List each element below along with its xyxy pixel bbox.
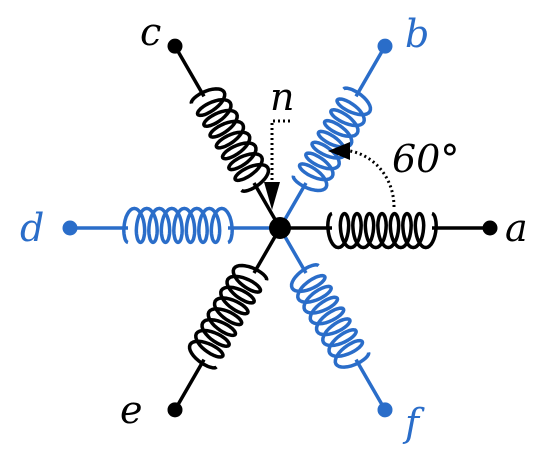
terminal-f bbox=[377, 402, 393, 418]
terminal-label-f: f bbox=[402, 401, 425, 445]
neutral-node bbox=[269, 217, 291, 239]
phase-f-outer-lead bbox=[354, 358, 387, 411]
phase-f-coil bbox=[289, 263, 371, 369]
phase-b-outer-lead bbox=[354, 45, 387, 98]
neutral-pointer-arrow bbox=[270, 119, 290, 190]
neutral-label: n bbox=[270, 75, 294, 119]
angle-label: 60° bbox=[392, 137, 459, 181]
neutral-pointer-arrowhead bbox=[264, 182, 280, 210]
terminal-e bbox=[167, 402, 183, 418]
phase-e-coil bbox=[187, 263, 269, 370]
terminal-label-c: c bbox=[140, 10, 161, 54]
angle-arc-arrowhead bbox=[328, 142, 350, 160]
phase-c-outer-lead bbox=[173, 45, 206, 98]
phase-a-coil bbox=[326, 211, 438, 250]
terminal-label-b: b bbox=[405, 12, 429, 56]
terminal-b bbox=[377, 38, 393, 54]
terminal-label-a: a bbox=[505, 206, 528, 250]
phase-c-coil bbox=[189, 87, 271, 193]
phase-b-coil bbox=[291, 86, 373, 193]
phase-d-coil bbox=[122, 206, 234, 245]
phase-e-outer-lead bbox=[173, 358, 206, 411]
terminal-label-e: e bbox=[120, 388, 143, 432]
terminal-c bbox=[167, 38, 183, 54]
terminal-d bbox=[62, 220, 78, 236]
terminal-a bbox=[482, 220, 498, 236]
windings-group bbox=[62, 38, 498, 418]
terminal-label-d: d bbox=[20, 206, 44, 250]
